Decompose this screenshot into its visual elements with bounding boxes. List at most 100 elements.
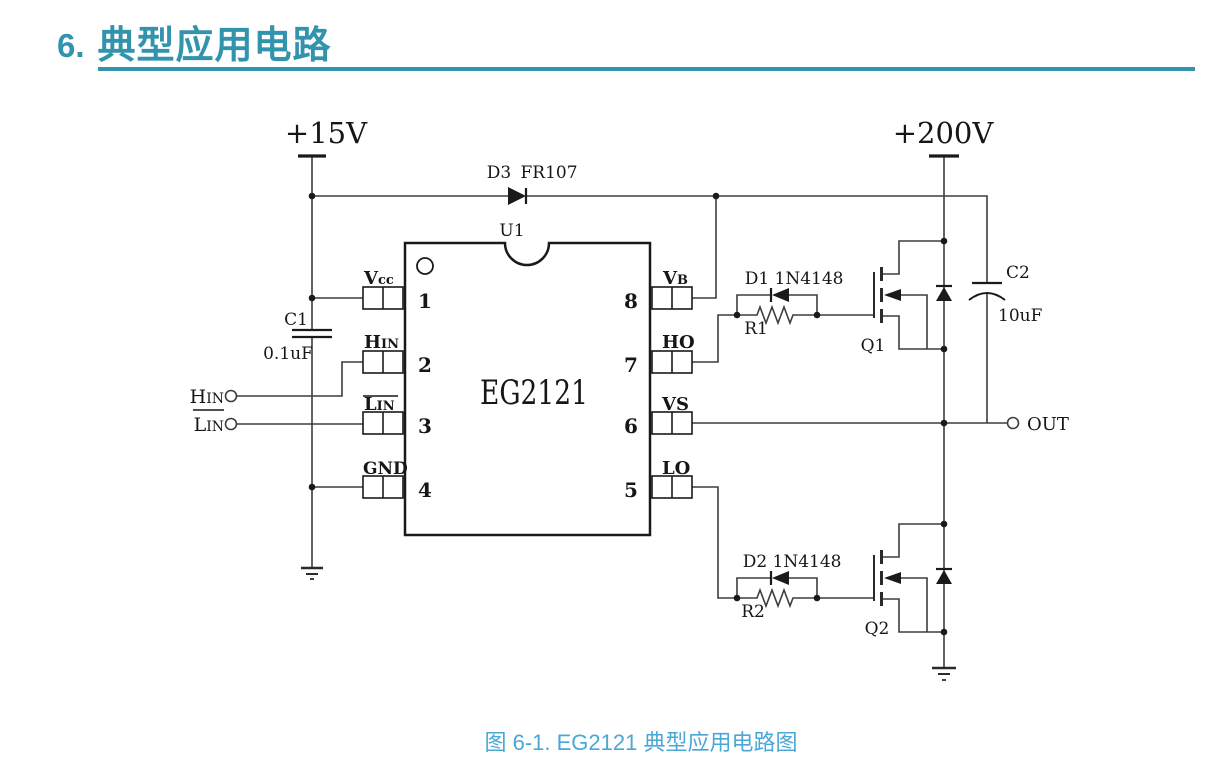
- pin-number-3: 3: [418, 414, 432, 438]
- out-terminal-circle: [1006, 416, 1020, 430]
- mosfet-body-arrow: [884, 289, 901, 301]
- wire-q1-source: [882, 315, 944, 350]
- wire-hin-input: [237, 361, 363, 397]
- hin-terminal-circle: [224, 389, 238, 403]
- terminal-lin: LIN: [193, 409, 238, 436]
- d1-value: 1N4148: [775, 269, 844, 289]
- out-terminal-label: OUT: [1027, 414, 1069, 435]
- terminal-hin: HIN: [190, 386, 238, 408]
- r1-ref: R1: [744, 319, 768, 339]
- diode-triangle: [936, 287, 952, 301]
- wires: [237, 156, 1007, 668]
- junction-dot: [308, 483, 316, 491]
- wire-d2-right: [789, 577, 818, 598]
- wire-d2-left: [736, 577, 771, 598]
- junction-dot: [712, 192, 720, 200]
- junction-dot: [308, 192, 316, 200]
- r2-ref: R2: [741, 602, 765, 622]
- ic-u1: U1 EG2121 Vcc HIN LIN GND 1 2 3: [362, 221, 695, 537]
- rail-label-15v: +15V: [285, 116, 368, 150]
- c1-value: 0.1uF: [263, 344, 313, 364]
- lin-terminal-label: LIN: [194, 414, 224, 436]
- d3-ref: D3: [487, 163, 511, 183]
- capacitor-c1: C1 0.1uF: [263, 310, 332, 364]
- d2-ref: D2: [743, 552, 767, 572]
- junction-dot: [940, 419, 948, 427]
- wire-d1-right: [789, 294, 818, 315]
- pin-label-vs: VS: [661, 394, 689, 415]
- diode-triangle: [936, 570, 952, 584]
- resistor-r2: R2: [737, 587, 817, 622]
- diode-triangle: [508, 187, 526, 205]
- resistor-zigzag: [737, 587, 817, 609]
- body-diode-q1: [936, 284, 952, 301]
- q2-ref: Q2: [865, 619, 890, 639]
- pin-label-vcc: Vcc: [363, 268, 394, 289]
- cap-curved-plate: [968, 292, 1006, 301]
- pin1-indicator-icon: [416, 257, 434, 275]
- junction-dot: [308, 294, 316, 302]
- pin-number-5: 5: [624, 478, 638, 502]
- pin-number-2: 2: [418, 353, 432, 377]
- diode-d2: D2 1N4148: [743, 552, 842, 585]
- lin-terminal-circle: [224, 417, 238, 431]
- junction-dot: [940, 520, 948, 528]
- c2-ref: C2: [1006, 263, 1030, 283]
- diode-triangle: [772, 571, 789, 585]
- diode-d3: D3 FR107: [487, 163, 578, 205]
- c1-ref: C1: [284, 310, 308, 330]
- junction-dot: [733, 594, 741, 602]
- wire-lo-pin: [692, 486, 737, 599]
- junction-dot: [813, 594, 821, 602]
- pin-label-vb: VB: [662, 268, 688, 289]
- d3-value: FR107: [520, 163, 577, 183]
- junction-dot: [940, 345, 948, 353]
- capacitor-c2: C2 10uF: [968, 263, 1043, 326]
- diode-triangle: [772, 288, 789, 302]
- mosfet-body-arrow: [884, 572, 901, 584]
- section-number: 6.: [57, 27, 85, 64]
- wire-q2-source: [882, 598, 944, 633]
- pin-label-hin: HIN: [364, 332, 399, 353]
- pin-label-lo: LO: [662, 458, 690, 479]
- junction-dot: [940, 237, 948, 245]
- q1-ref: Q1: [861, 336, 886, 356]
- junction-dots: [308, 192, 948, 636]
- u1-ref: U1: [499, 221, 524, 241]
- c2-value: 10uF: [998, 306, 1043, 326]
- hin-terminal-label: HIN: [190, 386, 224, 408]
- ground-symbol-left: [301, 566, 323, 580]
- ground-symbol-right: [932, 666, 956, 681]
- wire-ho-pin: [692, 314, 737, 363]
- wire-q2-body: [901, 577, 928, 632]
- ic-left-pins: Vcc HIN LIN GND 1 2 3 4: [362, 268, 432, 502]
- wire-vb-pin: [692, 196, 717, 299]
- junction-dot: [940, 628, 948, 636]
- ic-outline: [403, 241, 652, 537]
- pin-label-lin: LIN: [364, 394, 395, 415]
- pin-number-8: 8: [624, 289, 638, 313]
- terminal-out: OUT: [1006, 414, 1069, 435]
- diode-d1: D1 1N4148: [745, 269, 844, 302]
- body-diode-q2: [936, 567, 952, 584]
- wire-d1-left: [736, 294, 771, 315]
- ic-right-pins: VB HO VS LO 8 7 6 5: [624, 268, 695, 502]
- rail-label-200v: +200V: [893, 116, 995, 150]
- d2-value: 1N4148: [773, 552, 842, 572]
- pin-number-1: 1: [418, 289, 432, 313]
- mosfet-q2: Q2: [865, 550, 901, 639]
- junction-dot: [733, 311, 741, 319]
- pin-number-7: 7: [624, 353, 638, 377]
- pin-number-4: 4: [418, 478, 432, 502]
- pin-label-ho: HO: [662, 332, 695, 353]
- resistor-r1: R1: [737, 304, 817, 339]
- wire-d3-to-c2: [527, 195, 988, 283]
- figure-caption: 图 6-1. EG2121 典型应用电路图: [484, 730, 798, 755]
- wire-q1-body: [901, 294, 928, 349]
- wire-q2-drain: [882, 523, 944, 558]
- section-header: 6. 典型应用电路: [57, 24, 332, 65]
- resistor-zigzag: [737, 304, 817, 326]
- junction-dot: [813, 311, 821, 319]
